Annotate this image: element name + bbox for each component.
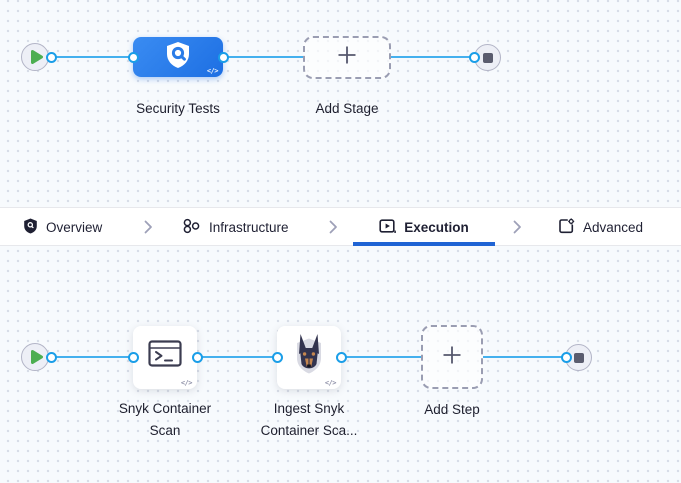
connection-point	[127, 51, 139, 63]
stop-icon	[573, 352, 584, 363]
step-node-label: Snyk Container Scan	[118, 401, 212, 438]
stage-config-tab-bar: Overview Infrastructure	[0, 207, 681, 246]
plus-icon	[336, 44, 358, 71]
pipeline-start-node	[21, 43, 49, 71]
code-badge: </>	[206, 67, 219, 75]
connector-line	[341, 356, 421, 358]
connection-point	[217, 51, 229, 63]
advanced-icon	[558, 217, 575, 237]
snyk-dog-icon	[291, 333, 327, 380]
connection-point	[335, 351, 347, 363]
add-step-button[interactable]	[421, 325, 483, 389]
active-tab-underline	[353, 242, 495, 246]
connection-point	[127, 351, 139, 363]
connector-line	[391, 56, 474, 58]
chevron-right-icon	[513, 220, 522, 239]
step-node-snyk-container-scan[interactable]: </>	[133, 326, 197, 389]
tab-advanced[interactable]: Advanced	[558, 208, 643, 246]
connection-point	[191, 351, 203, 363]
connection-point	[45, 51, 57, 63]
connector-line	[223, 56, 303, 58]
tab-infrastructure[interactable]: Infrastructure	[182, 208, 289, 246]
connection-point	[45, 351, 57, 363]
execution-icon	[379, 218, 397, 237]
add-stage-button[interactable]	[303, 36, 391, 79]
tab-label: Overview	[46, 219, 103, 235]
infrastructure-icon	[182, 218, 201, 237]
tab-execution[interactable]: Execution	[353, 208, 495, 246]
code-badge: </>	[324, 379, 337, 387]
connector-line	[483, 356, 566, 358]
plus-icon	[441, 344, 463, 371]
tab-label: Execution	[404, 219, 469, 235]
connection-point	[271, 351, 283, 363]
code-badge: </>	[180, 379, 193, 387]
add-step-label: Add Step	[424, 402, 480, 417]
add-stage-label: Add Stage	[315, 101, 379, 116]
shell-script-icon	[148, 339, 182, 372]
connector-line	[51, 356, 133, 358]
connector-line	[51, 56, 133, 58]
tab-overview[interactable]: Overview	[23, 208, 102, 246]
tab-label: Advanced	[583, 219, 644, 235]
play-icon	[30, 350, 43, 364]
chevron-right-icon	[329, 220, 338, 239]
tab-label: Infrastructure	[209, 219, 289, 235]
stop-icon	[482, 52, 493, 63]
stage-node-security-tests[interactable]: </>	[133, 37, 223, 77]
play-icon	[30, 50, 43, 64]
chevron-right-icon	[144, 220, 153, 239]
stage-node-label: Security Tests	[136, 101, 220, 116]
overview-shield-icon	[23, 218, 38, 237]
step-node-label: Ingest Snyk Container Sca...	[260, 401, 358, 438]
connection-point	[560, 351, 572, 363]
steps-start-node	[21, 343, 49, 371]
connector-line	[197, 356, 277, 358]
step-node-ingest-snyk[interactable]: </>	[277, 326, 341, 389]
shield-scan-icon	[165, 41, 191, 74]
connection-point	[468, 51, 480, 63]
